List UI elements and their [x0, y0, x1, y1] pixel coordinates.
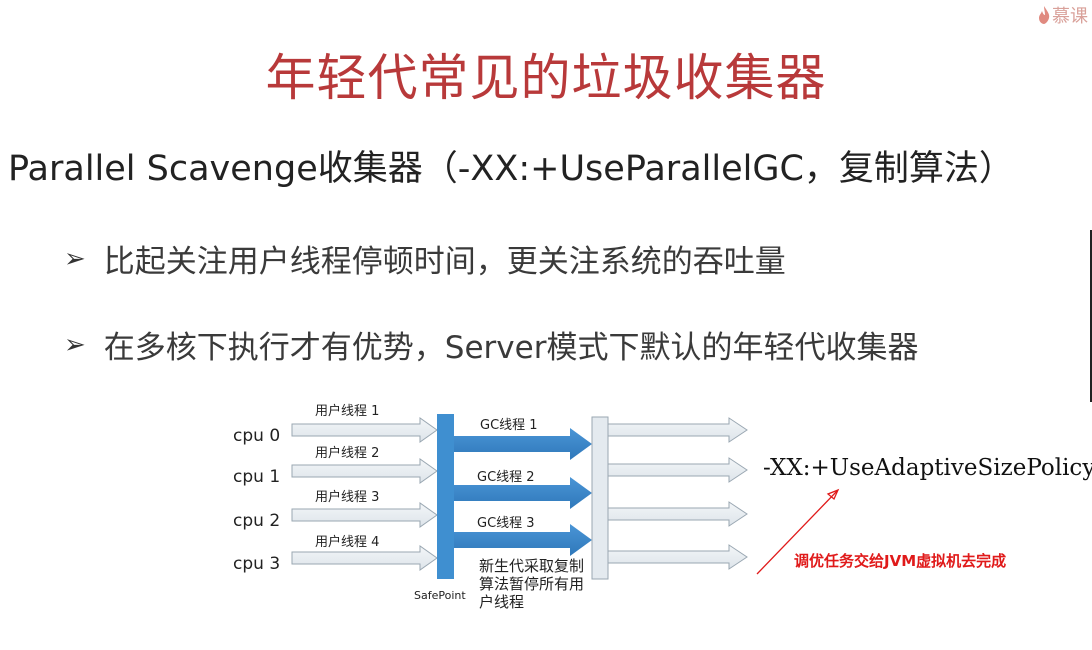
bullet-item: ➢ 在多核下执行才有优势，Server模式下默认的年轻代收集器 [64, 322, 918, 367]
cpu-label: cpu 3 [233, 554, 280, 574]
cpu-label: cpu 2 [233, 511, 280, 531]
brand-logo: 慕课 [1038, 2, 1088, 28]
user-thread-label: 用户线程 1 [315, 403, 379, 419]
arrow-bullet-icon: ➢ [64, 243, 86, 274]
cpu-label: cpu 1 [233, 467, 280, 487]
logo-text: 慕课 [1052, 6, 1088, 27]
gc-thread-label: GC线程 3 [477, 516, 535, 531]
annotation-arrow [756, 489, 839, 575]
bullet-text: 在多核下执行才有优势，Server模式下默认的年轻代收集器 [103, 330, 919, 366]
user-thread-label: 用户线程 3 [315, 489, 379, 505]
collector-heading: Parallel Scavenge收集器（-XX:+UseParallelGC，… [8, 149, 1014, 189]
resume-thread-arrow [607, 457, 748, 483]
adaptive-size-policy-flag: -XX:+UseAdaptiveSizePolicy [763, 455, 1092, 481]
resume-thread-arrow [607, 544, 748, 570]
bullet-item: ➢ 比起关注用户线程停顿时间，更关注系统的吞吐量 [64, 236, 786, 281]
gc-thread-label: GC线程 2 [477, 470, 535, 485]
user-thread-label: 用户线程 4 [315, 534, 379, 550]
gc-description: 新生代采取复制算法暂停所有用户线程 [479, 557, 585, 611]
user-thread-arrow [291, 502, 438, 528]
slide-title: 年轻代常见的垃圾收集器 [265, 49, 827, 107]
gc-thread-label: GC线程 1 [480, 418, 538, 433]
gc-end-bar [591, 416, 609, 580]
gc-thread-arrow [454, 428, 592, 460]
gc-thread-arrow [454, 477, 592, 509]
resume-thread-arrow [607, 501, 748, 527]
annotation-note: 调优任务交给JVM虚拟机去完成 [794, 552, 1007, 570]
user-thread-arrow [291, 458, 438, 484]
user-thread-label: 用户线程 2 [315, 445, 379, 461]
safepoint-bar [437, 414, 454, 579]
flame-icon [1039, 6, 1050, 24]
bullet-text: 比起关注用户线程停顿时间，更关注系统的吞吐量 [103, 244, 786, 280]
user-thread-arrow [291, 417, 438, 443]
cpu-label: cpu 0 [233, 426, 280, 446]
annotation-arrowhead-icon [826, 488, 840, 501]
arrow-bullet-icon: ➢ [64, 329, 86, 360]
gc-thread-arrow [454, 524, 592, 556]
user-thread-arrow [291, 545, 438, 571]
slide-edge-divider [1090, 230, 1092, 402]
resume-thread-arrow [607, 417, 748, 443]
safepoint-label: SafePoint [414, 589, 466, 602]
